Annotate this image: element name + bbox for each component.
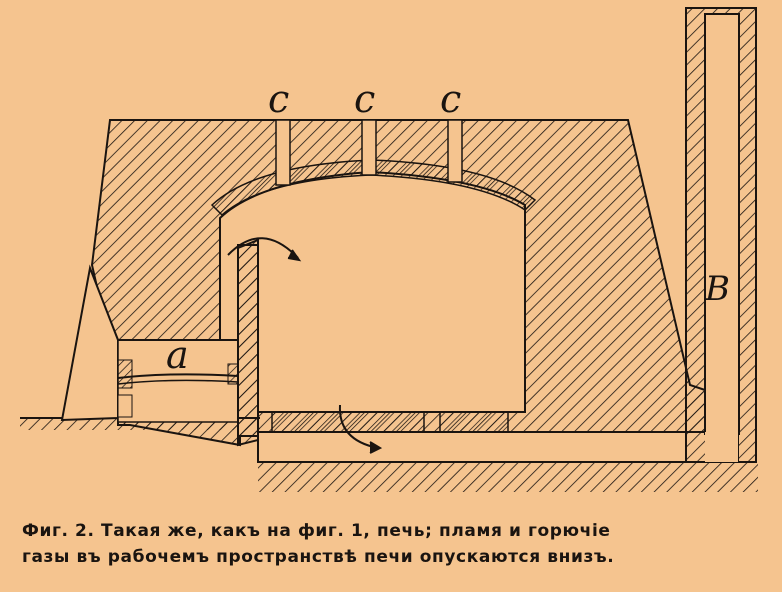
furnace-diagram: c c c a B <box>20 7 758 492</box>
label-c1: c <box>268 77 289 121</box>
chimney <box>685 7 757 463</box>
caption-line-2: газы въ рабочемъ пространствѣ печи опуск… <box>22 547 615 567</box>
figure-caption: Фиг. 2. Такая же, какъ на фиг. 1, печь; … <box>22 518 772 570</box>
flow-arrows <box>227 237 383 454</box>
caption-line-1: Фиг. 2. Такая же, какъ на фиг. 1, печь; … <box>22 521 611 541</box>
ground <box>20 417 758 492</box>
roof-openings <box>275 119 463 186</box>
furnace-masonry <box>60 119 739 463</box>
label-c2: c <box>354 77 375 121</box>
label-b: B <box>704 269 730 309</box>
diagram-labels: c c c a B <box>166 77 730 377</box>
label-a: a <box>166 333 189 377</box>
label-c3: c <box>440 77 461 121</box>
